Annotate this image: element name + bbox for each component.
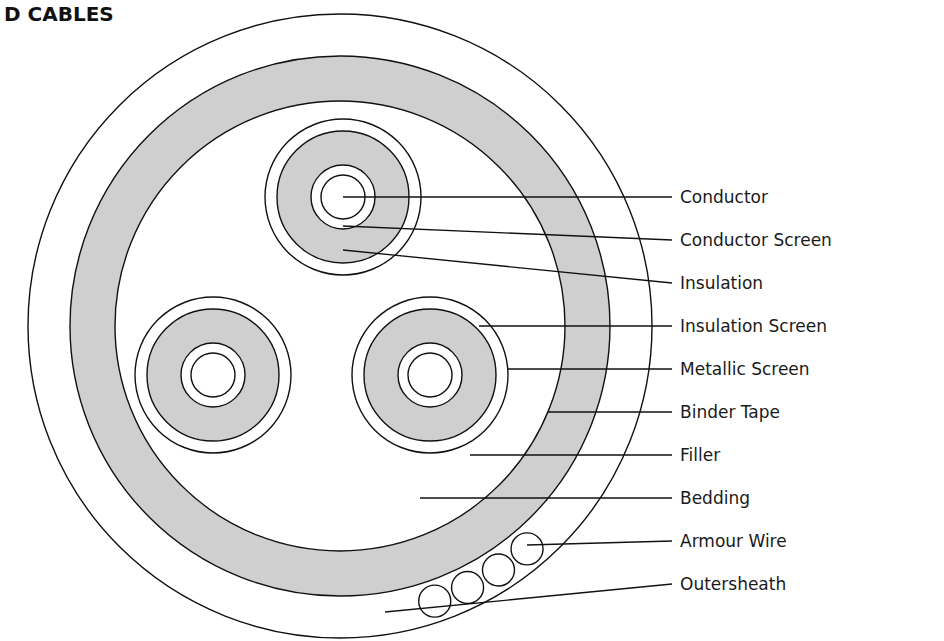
part-label: Conductor [680, 186, 768, 208]
part-label: Filler [680, 444, 720, 466]
armour-wire [511, 533, 543, 565]
part-label: Insulation [680, 272, 763, 294]
armour-wire [419, 585, 451, 617]
part-label: Outersheath [680, 573, 786, 595]
part-label: Bedding [680, 487, 750, 509]
armour-wires [419, 533, 543, 617]
part-label: Metallic Screen [680, 358, 810, 380]
part-label: Insulation Screen [680, 315, 827, 337]
core [352, 297, 508, 453]
core [135, 297, 291, 453]
armour-wire [482, 554, 514, 586]
leader-lines [343, 197, 672, 612]
armour-wire [452, 572, 484, 604]
part-label: Armour Wire [680, 530, 787, 552]
title: D CABLES [4, 2, 114, 26]
part-label: Conductor Screen [680, 229, 832, 251]
part-label: Binder Tape [680, 401, 780, 423]
